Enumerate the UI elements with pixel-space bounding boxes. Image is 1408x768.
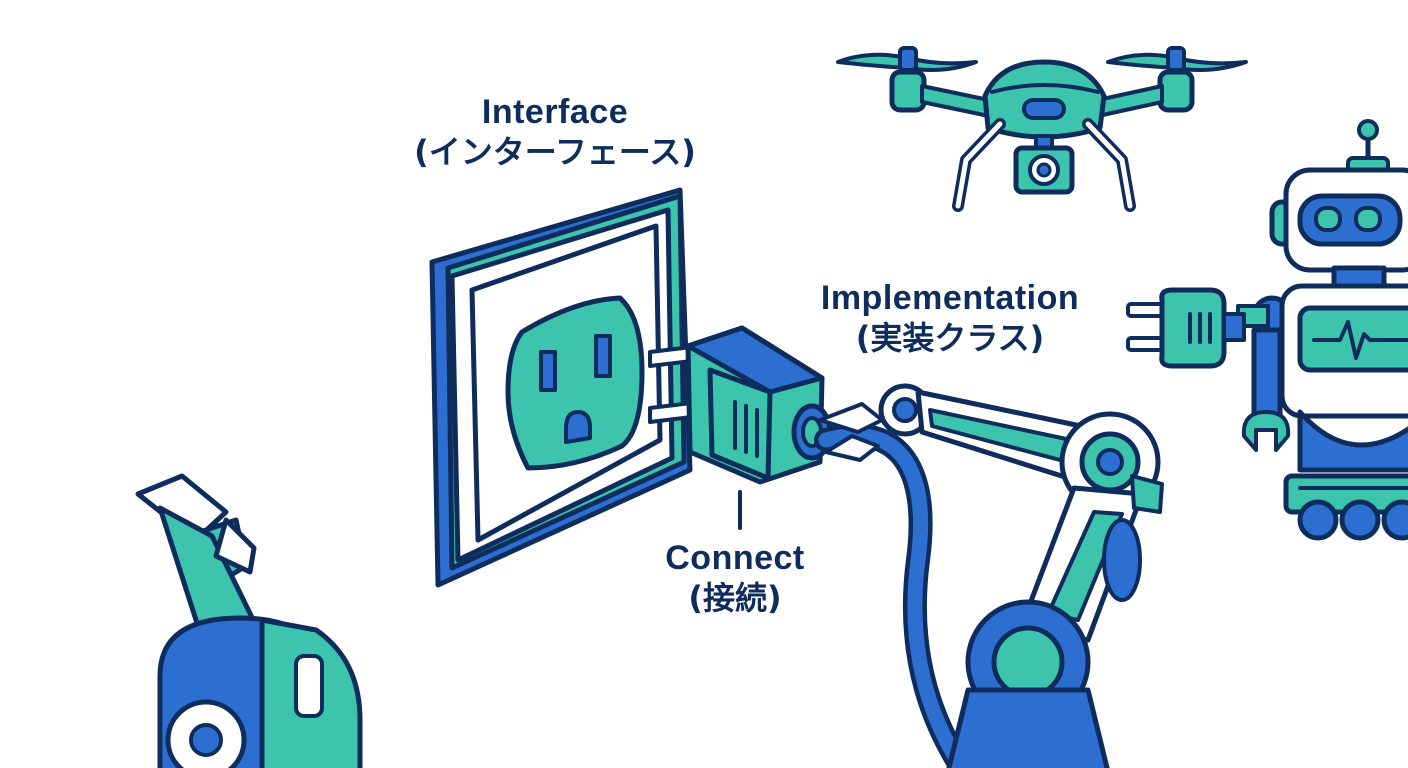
connect-label-ja: (接続) (688, 578, 782, 617)
drone-icon (836, 46, 1248, 212)
interface-label-ja: (インターフェース) (414, 132, 696, 171)
robot-icon (1236, 119, 1408, 541)
waveform-icon (1312, 320, 1408, 360)
implementation-label: Implementation (実装クラス) (780, 278, 1120, 357)
power-plug-icon (648, 325, 833, 485)
implementation-label-ja: (実装クラス) (855, 318, 1045, 357)
robot-plug-icon (1126, 287, 1246, 369)
connect-label: Connect (接続) (620, 538, 850, 617)
connect-label-en: Connect (665, 539, 805, 577)
robot-claw-icon (135, 473, 363, 768)
interface-label: Interface (インターフェース) (390, 92, 720, 171)
wall-socket-icon (429, 187, 693, 588)
robot-arm-icon (818, 383, 1164, 768)
interface-label-en: Interface (481, 93, 629, 131)
implementation-label-en: Implementation (820, 279, 1080, 317)
